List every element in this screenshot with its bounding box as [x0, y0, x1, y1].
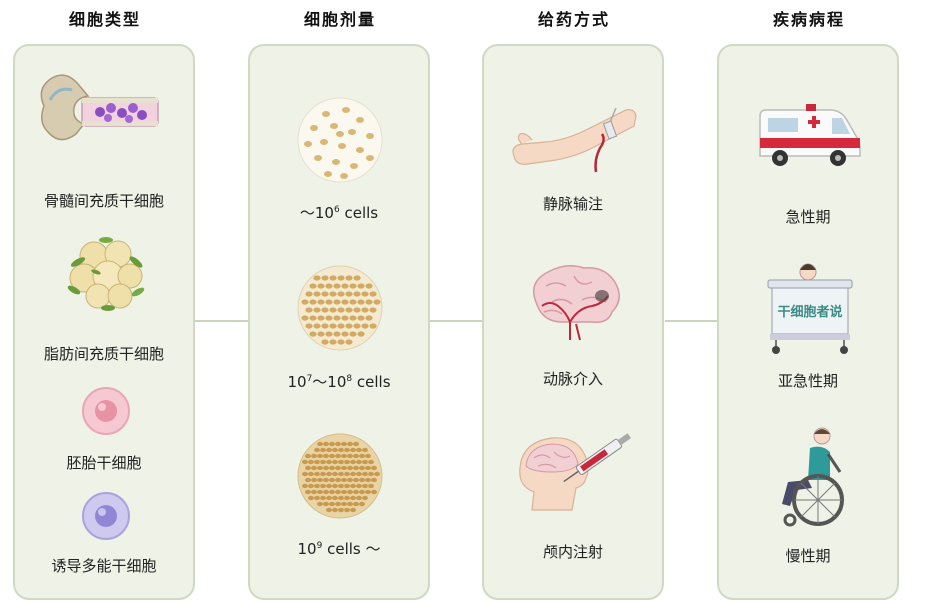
dose-medium-suffix: cells: [352, 373, 391, 391]
dose-high-suffix: cells ～: [322, 540, 381, 558]
arm-iv-infusion-icon: [512, 107, 637, 173]
ipsc-icon: [82, 492, 130, 540]
dose-high-exp: 9: [316, 541, 323, 551]
label-dose-high: 109 cells ～: [248, 538, 430, 559]
label-intracranial-injection: 颅内注射: [542, 543, 603, 561]
dose-medium-exp2: 8: [346, 374, 353, 384]
label-dose-medium: 107～108 cells: [248, 371, 430, 392]
label-chronic-phase: 慢性期: [785, 547, 831, 565]
connector-1: [195, 320, 250, 322]
connector-3: [665, 320, 720, 322]
high-density-cells-icon: [297, 433, 383, 519]
label-embryonic-stem-cell: 胚胎干细胞: [66, 454, 142, 472]
ambulance-icon: [759, 104, 861, 166]
hospital-bed-patient-icon: 干细胞者说: [767, 263, 853, 354]
title-cell-type: 细胞类型: [68, 10, 141, 29]
label-acute-phase: 急性期: [785, 208, 831, 226]
adipose-cells-icon: [67, 237, 145, 311]
intracranial-injection-icon: [519, 433, 631, 511]
label-dose-low: ～106 cells: [248, 202, 430, 223]
dose-medium-mid: ～10: [312, 373, 347, 391]
dose-medium-exp: 7: [306, 374, 313, 384]
medium-density-cells-icon: [297, 265, 383, 351]
label-ipsc: 诱导多能干细胞: [51, 557, 157, 575]
dose-low-exp: 6: [333, 205, 340, 215]
brain-arterial-icon: [533, 265, 620, 341]
wheelchair-patient-icon: [782, 427, 844, 527]
label-iv-infusion: 静脉输注: [542, 195, 603, 213]
title-cell-dose: 细胞剂量: [303, 10, 376, 29]
label-subacute-phase: 亚急性期: [777, 372, 838, 390]
embryonic-stem-cell-icon: [82, 387, 130, 435]
label-bone-marrow-msc: 骨髓间充质干细胞: [43, 192, 164, 210]
title-delivery-route: 给药方式: [537, 10, 610, 29]
watermark-text: 干细胞者说: [777, 304, 842, 320]
connector-2: [430, 320, 485, 322]
dose-medium-prefix: 10: [287, 373, 307, 391]
label-adipose-msc: 脂肪间充质干细胞: [43, 345, 164, 363]
dose-high-prefix: 10: [297, 540, 317, 558]
label-arterial-intervention: 动脉介入: [542, 370, 603, 388]
bone-marrow-icon: [40, 74, 159, 141]
title-disease-stage: 疾病病程: [772, 10, 845, 29]
low-density-cells-icon: [297, 97, 383, 183]
dose-low-suffix: cells: [339, 204, 379, 222]
dose-low-prefix: ～10: [299, 204, 334, 222]
